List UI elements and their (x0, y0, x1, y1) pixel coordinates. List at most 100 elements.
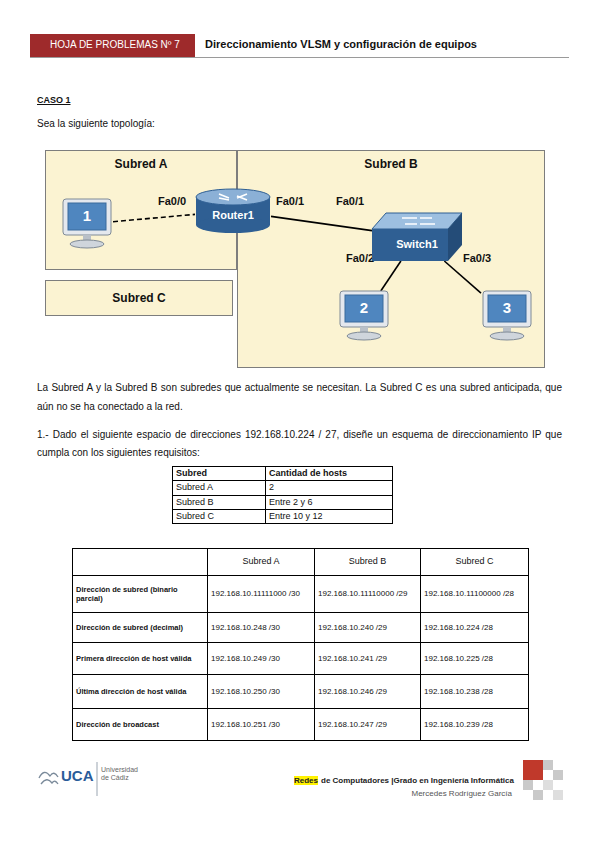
cell-text: Subred B (318, 556, 417, 567)
cell-text: 192.168.10.246 /29 (318, 687, 417, 697)
footer-text: de Computadores |Grado en Ingeniería Inf… (321, 776, 514, 785)
cell-text: 192.168.10.248 /30 (211, 623, 311, 633)
table-cell: Entre 10 y 12 (266, 509, 393, 523)
table-cell: 192.168.10.11110000 /29 (315, 576, 421, 613)
cell-text: Entre 10 y 12 (269, 511, 389, 522)
region-heading: Subred C (46, 291, 232, 305)
header-bar (30, 34, 195, 57)
cell-text: Dirección de broadcast (76, 720, 204, 729)
table-cell: Última dirección de host válida (73, 675, 208, 709)
router-icon: Router1 (195, 188, 271, 234)
port-label: Fa0/0 (158, 195, 186, 208)
table-cell: Subred C (421, 549, 529, 576)
pc-icon-shape (338, 291, 390, 341)
pc-icon: 2 (338, 291, 390, 341)
requirements-table: Subred Cantidad de hostsSubred A 2Subred B… (172, 466, 393, 524)
university-logo (39, 772, 58, 784)
cell-text: 192.168.10.241 /29 (318, 654, 417, 664)
cell-text: 192.168.10.250 /30 (211, 687, 311, 697)
table-cell: 192.168.10.225 /28 (421, 643, 529, 675)
table-cell: Subred A (208, 549, 315, 576)
logo-separator (97, 762, 98, 796)
cell-text: Subred C (424, 556, 525, 567)
paragraph: La Subred A y la Subred B son subredes q… (37, 378, 562, 416)
table-cell: Dirección de broadcast (73, 709, 208, 741)
subnet-region: Subred C (45, 280, 233, 316)
cell-text: Subred A (176, 482, 262, 493)
cell-text: Cantidad de hosts (269, 468, 389, 479)
cell-text: Última dirección de host válida (76, 687, 204, 696)
table-cell: 192.168.10.250 /30 (208, 675, 315, 709)
pc-icon: 3 (481, 291, 533, 341)
cell-text: 2 (269, 482, 389, 493)
table-cell: Dirección de subred (binario parcial) (73, 576, 208, 613)
header-rule (30, 57, 569, 58)
table-cell: 192.168.10.11100000 /28 (421, 576, 529, 613)
table-cell: Entre 2 y 6 (266, 495, 393, 509)
cell-text: 192.168.10.225 /28 (424, 654, 525, 664)
device-label: 2 (338, 299, 390, 316)
region-fill (45, 280, 233, 316)
cell-text: Subred A (211, 556, 311, 567)
region-heading: Subred A (46, 157, 236, 171)
device-label: 1 (61, 207, 113, 224)
cell-text: 192.168.10.11111000 /30 (211, 589, 311, 599)
switch-icon: Switch1 (372, 213, 462, 261)
cell-text: Subred C (176, 511, 262, 522)
table-cell: 192.168.10.248 /30 (208, 613, 315, 643)
logo-text: Universidad de Cádiz (101, 766, 145, 783)
device-label: Switch1 (372, 238, 462, 250)
pc-icon: 1 (61, 199, 113, 249)
network-cable (271, 216, 372, 230)
table-cell: 192.168.10.246 /29 (315, 675, 421, 709)
cell-text: 192.168.10.238 /28 (424, 687, 525, 697)
cell-text: Dirección de subred (binario parcial) (76, 585, 204, 604)
cell-text: 192.168.10.11100000 /28 (424, 589, 525, 599)
table-cell: 192.168.10.239 /28 (421, 709, 529, 741)
pc-icon-shape (61, 199, 113, 249)
port-label: Fa0/2 (346, 252, 374, 265)
cell-text: Subred (176, 468, 262, 479)
table-cell: Subred B (173, 495, 266, 509)
region-heading: Subred B (238, 157, 544, 171)
cell-text: 192.168.10.239 /28 (424, 720, 525, 730)
page-title: Direccionamiento VLSM y configuración de… (205, 38, 477, 51)
table-cell: Subred (173, 467, 266, 481)
cell-text: Primera dirección de host válida (76, 654, 204, 663)
author-name: Mercedes Rodríguez García (300, 789, 512, 799)
intro-text: Sea la siguiente topología: (37, 118, 155, 130)
footer-line: Redesde Computadores |Grado en Ingenierí… (294, 776, 514, 785)
region-fill (237, 150, 545, 368)
table-cell: 192.168.10.251 /30 (208, 709, 315, 741)
table-cell: 2 (266, 481, 393, 495)
faculty-logo (523, 760, 563, 800)
cell-text: 192.168.10.249 /30 (211, 654, 311, 664)
logo-text: UCA (61, 767, 94, 785)
footer-text: Redes (294, 776, 318, 785)
table-cell: 192.168.10.224 /28 (421, 613, 529, 643)
port-label: Fa0/1 (336, 195, 364, 208)
table-cell: Cantidad de hosts (266, 467, 393, 481)
device-label: 3 (481, 299, 533, 316)
cell-text: 192.168.10.240 /29 (318, 623, 417, 633)
cell-text: Subred B (176, 497, 262, 508)
table-cell: Subred A (173, 481, 266, 495)
cell-text: 192.168.10.224 /28 (424, 623, 525, 633)
table-cell: Primera dirección de host válida (73, 643, 208, 675)
table-cell: 192.168.10.238 /28 (421, 675, 529, 709)
network-cable (381, 261, 401, 291)
table-cell: Dirección de subred (decimal) (73, 613, 208, 643)
table-cell: Subred B (315, 549, 421, 576)
paragraph: 1.- Dado el siguiente espacio de direcci… (37, 426, 562, 462)
table-cell: 192.168.10.240 /29 (315, 613, 421, 643)
table-cell (73, 549, 208, 576)
table-cell: Subred C (173, 509, 266, 523)
network-cable (444, 261, 481, 293)
switch-icon-shape (372, 213, 462, 261)
table-cell: 192.168.10.11111000 /30 (208, 576, 315, 613)
port-label: Fa0/3 (463, 252, 491, 265)
table-cell: 192.168.10.241 /29 (315, 643, 421, 675)
port-label: Fa0/1 (276, 195, 304, 208)
cell-text: Entre 2 y 6 (269, 497, 389, 508)
pc-icon-shape (481, 291, 533, 341)
